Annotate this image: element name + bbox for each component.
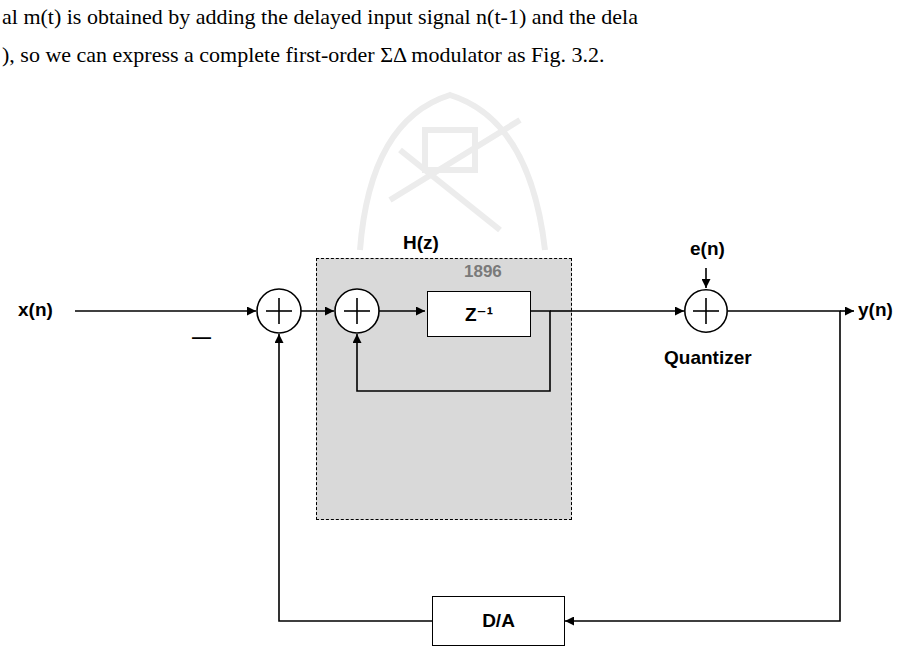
- quantizer-summer: Quantizer: [684, 289, 728, 333]
- signal-name: x(n): [18, 299, 53, 321]
- signal-connector: [565, 311, 840, 621]
- block-label: Z⁻¹: [465, 303, 493, 326]
- signal-connector: [572, 310, 684, 312]
- transfer-block: H(z)Z⁻¹: [316, 258, 572, 520]
- body-text: al m(t) is obtained by adding the delaye…: [2, 4, 638, 30]
- watermark-logo: [360, 95, 545, 250]
- block-caption: Quantizer: [664, 347, 752, 369]
- block-heading: H(z): [403, 232, 439, 254]
- block-label: D/A: [482, 610, 515, 632]
- shaded-region: [316, 258, 572, 520]
- signal-name: y(n): [858, 299, 893, 321]
- minus-sign: —: [192, 326, 211, 348]
- dac-box: D/A: [432, 596, 565, 646]
- delay-box: Z⁻¹: [427, 291, 531, 337]
- watermark-text: 1896: [464, 262, 502, 282]
- summer-circle: [684, 289, 728, 333]
- signal-name: e(n): [690, 238, 725, 260]
- body-text: ), so we can express a complete first-or…: [2, 42, 604, 68]
